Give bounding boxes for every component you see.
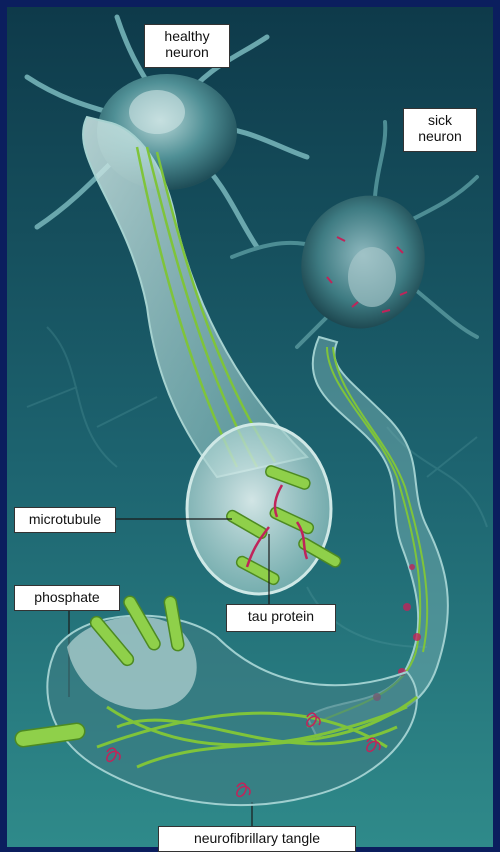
label-microtubule: microtubule	[14, 507, 116, 533]
label-tau-protein: tau protein	[226, 604, 336, 632]
label-sick-neuron: sick neuron	[403, 108, 477, 152]
label-neurofibrillary-tangle: neurofibrillary tangle	[158, 826, 356, 852]
label-phosphate: phosphate	[14, 585, 120, 611]
label-healthy-neuron: healthy neuron	[144, 24, 230, 68]
